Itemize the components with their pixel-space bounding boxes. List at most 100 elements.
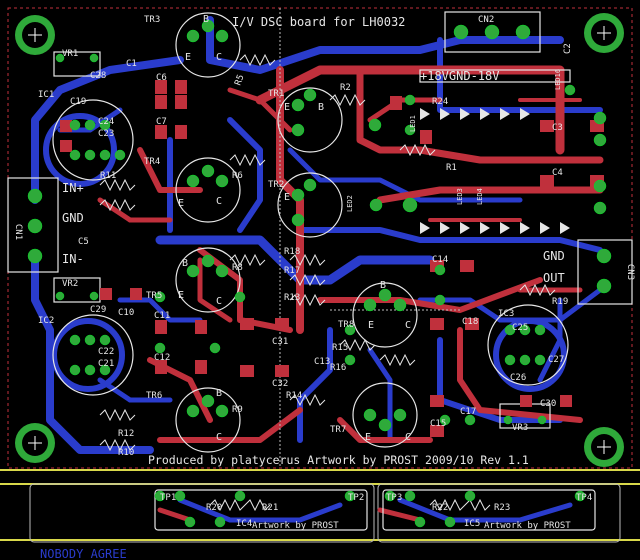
- r13-label: R13: [284, 293, 300, 303]
- through-hole-pads: [27, 19, 612, 528]
- mounting-holes: [15, 13, 624, 467]
- r15-label: R15: [332, 343, 348, 353]
- c2-label: C2: [563, 43, 573, 54]
- board-title: I/V DSC board for LH0032: [232, 15, 405, 29]
- diode-symbols: [420, 108, 570, 234]
- c7-label: C7: [156, 117, 167, 127]
- mounting-hole-tr: [584, 13, 624, 53]
- c11-label: C11: [154, 311, 170, 321]
- pin-letter: C: [405, 432, 411, 443]
- c26-label: C26: [510, 373, 526, 383]
- ic2-label: IC2: [38, 316, 54, 326]
- resistor-symbols: [99, 53, 556, 512]
- c29-label: C29: [90, 305, 106, 315]
- c21-label: C21: [98, 359, 114, 369]
- pin-letter: E: [178, 290, 184, 301]
- pin-letter: E: [284, 102, 290, 113]
- cn3-pin-out: OUT: [543, 271, 565, 285]
- pin-letter: C: [216, 432, 222, 443]
- mounting-hole-bl: [15, 423, 55, 463]
- sub-credit-left: Artwork by PROST: [252, 521, 339, 531]
- c19-label: C19: [70, 97, 86, 107]
- c3-label: C3: [552, 123, 563, 133]
- r2-label: R2: [340, 83, 351, 93]
- c24-label: C24: [98, 117, 114, 127]
- tp3-label: TP3: [386, 493, 402, 503]
- mounting-hole-br: [584, 427, 624, 467]
- pin-letter: B: [203, 14, 209, 25]
- r21-label: R21: [262, 503, 278, 513]
- cn3-label: CN3: [625, 264, 635, 280]
- c22-label: C22: [98, 347, 114, 357]
- c1-label: C1: [126, 59, 137, 69]
- pin-letter: E: [368, 320, 374, 331]
- r20-label: R20: [206, 503, 222, 513]
- tp2-label: TP2: [348, 493, 364, 503]
- c27-label: C27: [548, 355, 564, 365]
- cn3-pin-gnd: GND: [543, 249, 565, 263]
- c28-label: C28: [90, 71, 106, 81]
- pin-letter: C: [216, 196, 222, 207]
- vr3-label: VR3: [512, 423, 528, 433]
- pin-letter: C: [405, 320, 411, 331]
- c30-label: C30: [540, 399, 556, 409]
- vr2-label: VR2: [62, 279, 78, 289]
- c5-label: C5: [78, 237, 89, 247]
- pin-letter: B: [182, 258, 188, 269]
- r22-label: R22: [432, 503, 448, 513]
- tr2-label: TR2: [268, 180, 284, 190]
- power-label: +18VGND-18V: [420, 69, 499, 83]
- ic3-label: IC3: [498, 309, 514, 319]
- tr8-label: TR8: [338, 320, 354, 330]
- mounting-hole-tl: [15, 15, 55, 55]
- pin-letter: C: [216, 296, 222, 307]
- r23-label: R23: [494, 503, 510, 513]
- pin-letter: E: [185, 52, 191, 63]
- credit-text: Produced by platycerus Artwork by PROST …: [148, 453, 529, 467]
- c13-label: C13: [314, 357, 330, 367]
- pin-letter: B: [380, 280, 386, 291]
- r1-label: R1: [446, 163, 457, 173]
- pin-letter: E: [365, 432, 371, 443]
- c25-label: C25: [512, 323, 528, 333]
- c32-label: C32: [272, 379, 288, 389]
- c23-label: C23: [98, 129, 114, 139]
- led16-label: LED16: [554, 69, 562, 90]
- r5-label: R5: [233, 73, 246, 87]
- sub-credit-right: Artwork by PROST: [484, 521, 571, 531]
- pin-letter: E: [284, 192, 290, 203]
- r11-label: R11: [100, 171, 116, 181]
- r8-label: R8: [232, 263, 243, 273]
- r16-label: R16: [330, 363, 346, 373]
- ic4-label: IC4: [236, 519, 252, 529]
- ic1-label: IC1: [38, 90, 54, 100]
- tr6-label: TR6: [146, 391, 162, 401]
- tr4-label: TR4: [144, 157, 160, 167]
- tp4-label: TP4: [576, 493, 592, 503]
- cn2-label: CN2: [478, 15, 494, 25]
- footer-text: NOBODY AGREE: [40, 547, 127, 560]
- cn1-pin-in-minus: IN-: [62, 252, 84, 266]
- r10-label: R10: [118, 448, 134, 458]
- c15-label: C15: [430, 419, 446, 429]
- pin-letter: E: [178, 198, 184, 209]
- c6-label: C6: [156, 73, 167, 83]
- vr1-label: VR1: [62, 49, 78, 59]
- r18-label: R18: [284, 247, 300, 257]
- pin-letter: C: [216, 52, 222, 63]
- c4-label: C4: [552, 168, 563, 178]
- c18-label: C18: [462, 317, 478, 327]
- tr1-label: TR1: [268, 89, 284, 99]
- cn1-pin-gnd: GND: [62, 211, 84, 225]
- r17-label: R17: [284, 266, 300, 276]
- tr3-label: TR3: [144, 15, 160, 25]
- c31-label: C31: [272, 337, 288, 347]
- r24-label: R24: [432, 97, 448, 107]
- r14-label: R14: [286, 391, 302, 401]
- c12-label: C12: [154, 353, 170, 363]
- cn1-pin-in-plus: IN+: [62, 181, 84, 195]
- pin-letter: B: [216, 388, 222, 399]
- c14-label: C14: [432, 255, 448, 265]
- cn1-label: CN1: [13, 224, 23, 240]
